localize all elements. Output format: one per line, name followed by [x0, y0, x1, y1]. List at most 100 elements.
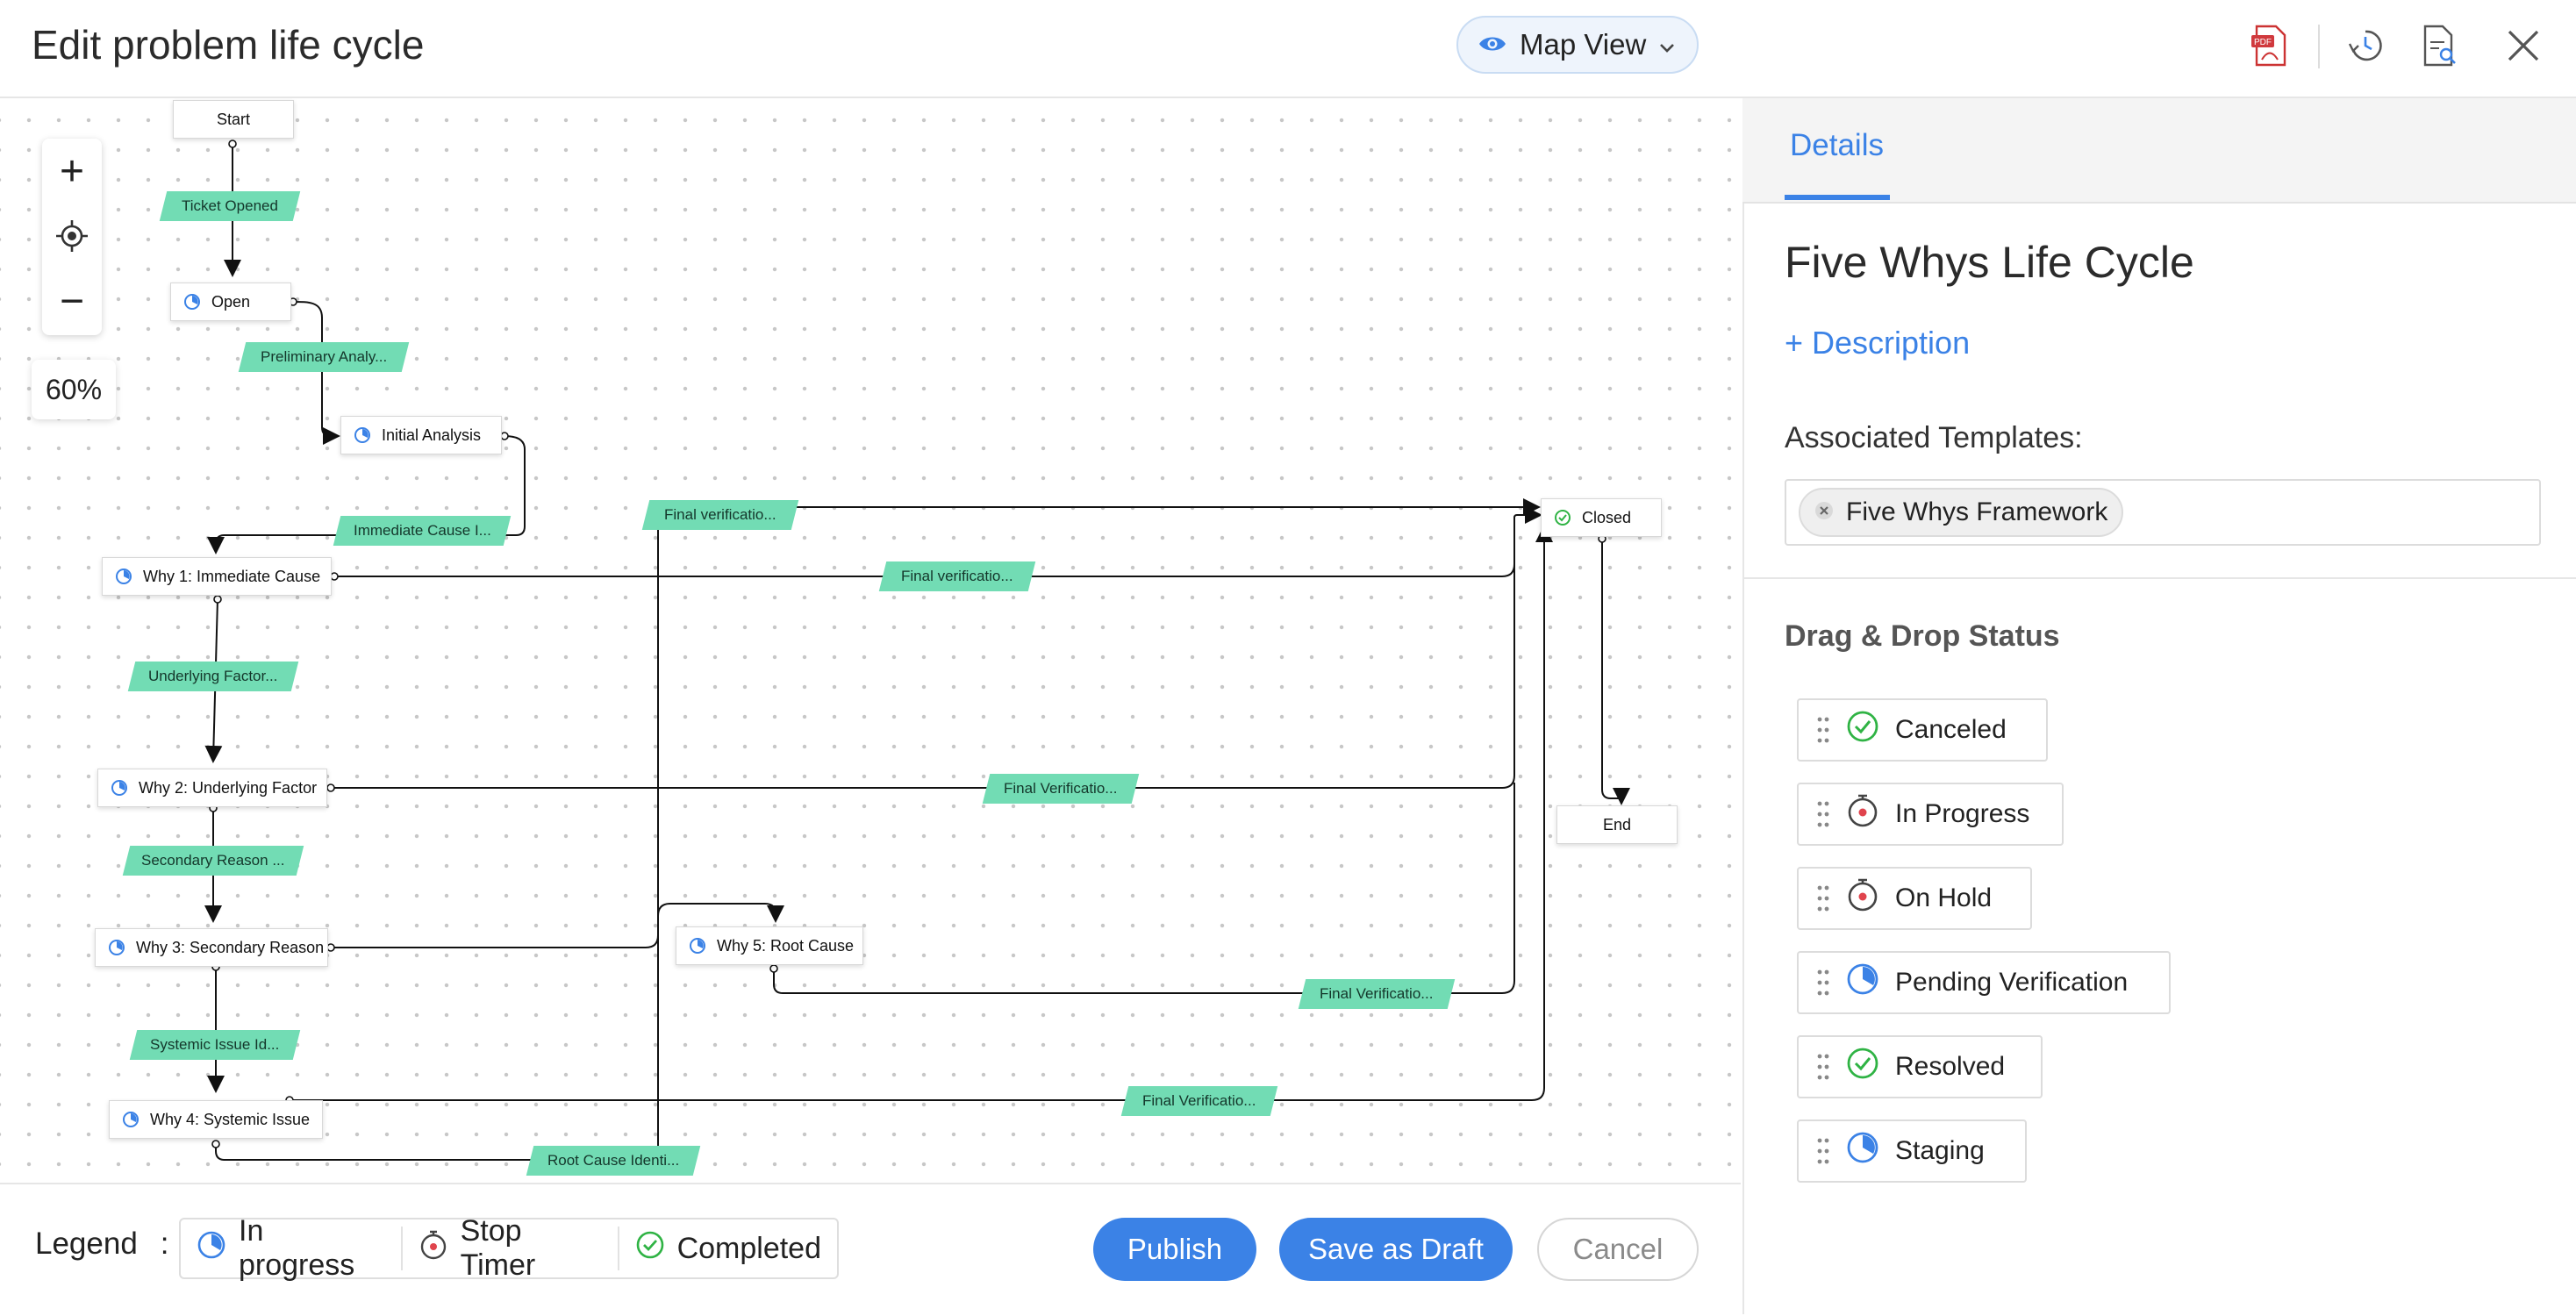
close-icon[interactable]: [2497, 19, 2550, 72]
node-label: Start: [216, 110, 250, 128]
transition-final-verification-top[interactable]: Final verificatio...: [641, 500, 799, 530]
node-why5[interactable]: Why 5: Root Cause: [676, 926, 863, 965]
drag-handle-icon[interactable]: [1816, 1136, 1830, 1166]
view-selector-label: Map View: [1520, 28, 1647, 61]
node-why1[interactable]: Why 1: Immediate Cause: [102, 557, 332, 596]
transition-label: Final Verificatio...: [1004, 780, 1118, 797]
view-selector[interactable]: Map View: [1456, 16, 1699, 74]
status-label: Pending Verification: [1895, 968, 2129, 997]
transition-preliminary-analysis[interactable]: Preliminary Analy...: [238, 342, 410, 372]
completed-icon: [1554, 509, 1571, 526]
node-label: Why 3: Secondary Reason: [136, 938, 325, 956]
stop-timer-icon: [419, 1229, 448, 1269]
legend-label: Legend:: [35, 1227, 169, 1262]
node-label: Closed: [1582, 508, 1632, 526]
zoom-out-button[interactable]: −: [59, 277, 85, 325]
status-item-canceled[interactable]: Canceled: [1797, 698, 2048, 762]
node-label: Why 5: Root Cause: [717, 936, 855, 955]
legend-colon: :: [160, 1227, 169, 1261]
in-progress-icon: [183, 293, 201, 311]
legend-label-in-progress: In progress: [239, 1214, 355, 1282]
cancel-button[interactable]: Cancel: [1537, 1218, 1699, 1281]
node-why2[interactable]: Why 2: Underlying Factor: [97, 769, 327, 807]
lifecycle-name[interactable]: Five Whys Life Cycle: [1785, 238, 2194, 287]
status-item-staging[interactable]: Staging: [1797, 1119, 2027, 1183]
status-item-pending-verification[interactable]: Pending Verification: [1797, 951, 2171, 1014]
transition-final-verification-why4[interactable]: Final Verificatio...: [1120, 1086, 1278, 1116]
node-label: Why 2: Underlying Factor: [139, 778, 318, 797]
associated-templates-label: Associated Templates:: [1785, 421, 2083, 454]
stop-timer-icon: [1846, 793, 1879, 835]
legend-label-completed: Completed: [676, 1231, 821, 1265]
template-chip-label: Five Whys Framework: [1846, 497, 2108, 526]
status-label: Staging: [1895, 1136, 1985, 1165]
status-label: In Progress: [1895, 799, 2030, 828]
drag-handle-icon[interactable]: [1816, 799, 1830, 829]
status-label: On Hold: [1895, 883, 1993, 912]
header-bar: [0, 0, 2576, 98]
legend-item-stop-timer: Stop Timer: [403, 1214, 618, 1282]
workflow-canvas[interactable]: Start Open Initial Analysis Why 1: Immed…: [0, 98, 1741, 1183]
drag-handle-icon[interactable]: [1816, 968, 1830, 998]
transition-ticket-opened[interactable]: Ticket Opened: [159, 191, 301, 221]
node-why3[interactable]: Why 3: Secondary Reason: [95, 928, 328, 967]
node-label: Why 1: Immediate Cause: [143, 567, 321, 585]
pdf-icon[interactable]: PDF: [2243, 19, 2295, 72]
transition-underlying-factor[interactable]: Underlying Factor...: [127, 662, 299, 691]
history-icon[interactable]: [2339, 19, 2392, 72]
header-divider: [2318, 25, 2320, 68]
transition-label: Underlying Factor...: [148, 668, 278, 684]
template-chip: Five Whys Framework: [1799, 488, 2124, 537]
transition-final-verification-why5[interactable]: Final Verificatio...: [1298, 979, 1456, 1009]
node-end[interactable]: End: [1556, 805, 1678, 844]
panel-divider: [1742, 577, 2576, 579]
templates-field[interactable]: [1785, 479, 2541, 546]
save-draft-button[interactable]: Save as Draft: [1279, 1218, 1513, 1281]
in-progress-icon: [354, 426, 371, 444]
publish-button[interactable]: Publish: [1093, 1218, 1256, 1281]
tab-details[interactable]: Details: [1790, 128, 1884, 162]
transition-label: Secondary Reason ...: [141, 852, 285, 869]
legend-item-in-progress: In progress: [181, 1214, 401, 1282]
in-progress-icon: [122, 1111, 140, 1128]
add-description-link[interactable]: + Description: [1785, 325, 1971, 361]
node-label: Why 4: Systemic Issue: [150, 1110, 311, 1128]
drag-handle-icon[interactable]: [1816, 883, 1830, 913]
document-search-icon[interactable]: [2413, 19, 2465, 72]
status-item-resolved[interactable]: Resolved: [1797, 1035, 2043, 1098]
transition-label: Preliminary Analy...: [260, 348, 388, 365]
status-label: Resolved: [1895, 1052, 2006, 1081]
drag-drop-heading: Drag & Drop Status: [1785, 619, 2060, 653]
node-why4[interactable]: Why 4: Systemic Issue: [109, 1100, 323, 1139]
in-progress-icon: [689, 937, 706, 955]
in-progress-icon: [111, 779, 128, 797]
remove-chip-icon[interactable]: [1814, 497, 1834, 527]
zoom-level: 60%: [32, 360, 116, 419]
zoom-in-button[interactable]: +: [59, 147, 85, 195]
drag-handle-icon[interactable]: [1816, 1052, 1830, 1082]
legend-title: Legend: [35, 1227, 138, 1261]
status-item-in-progress[interactable]: In Progress: [1797, 783, 2064, 846]
node-label: Initial Analysis: [382, 426, 482, 444]
completed-icon: [1846, 710, 1879, 750]
node-open[interactable]: Open: [170, 283, 291, 321]
node-initial-analysis[interactable]: Initial Analysis: [340, 416, 502, 454]
transition-secondary-reason[interactable]: Secondary Reason ...: [122, 846, 304, 876]
transition-systemic-issue[interactable]: Systemic Issue Id...: [129, 1030, 301, 1060]
transition-label: Final Verificatio...: [1320, 985, 1434, 1002]
node-closed[interactable]: Closed: [1541, 498, 1662, 537]
transition-immediate-cause[interactable]: Immediate Cause I...: [333, 516, 512, 546]
transition-label: Final verificatio...: [901, 568, 1013, 584]
completed-icon: [635, 1230, 665, 1268]
transition-final-verification-why2[interactable]: Final Verificatio...: [982, 774, 1140, 804]
legend-separator: [400, 1227, 403, 1270]
stop-timer-icon: [1846, 877, 1879, 919]
node-start[interactable]: Start: [173, 100, 294, 139]
status-item-on-hold[interactable]: On Hold: [1797, 867, 2032, 930]
transition-root-cause[interactable]: Root Cause Identi...: [526, 1146, 701, 1176]
recenter-icon[interactable]: [42, 204, 102, 268]
drag-handle-icon[interactable]: [1816, 715, 1830, 745]
transition-final-verification-why1[interactable]: Final verificatio...: [878, 561, 1036, 591]
transition-label: Root Cause Identi...: [547, 1152, 680, 1169]
in-progress-icon: [115, 568, 132, 585]
